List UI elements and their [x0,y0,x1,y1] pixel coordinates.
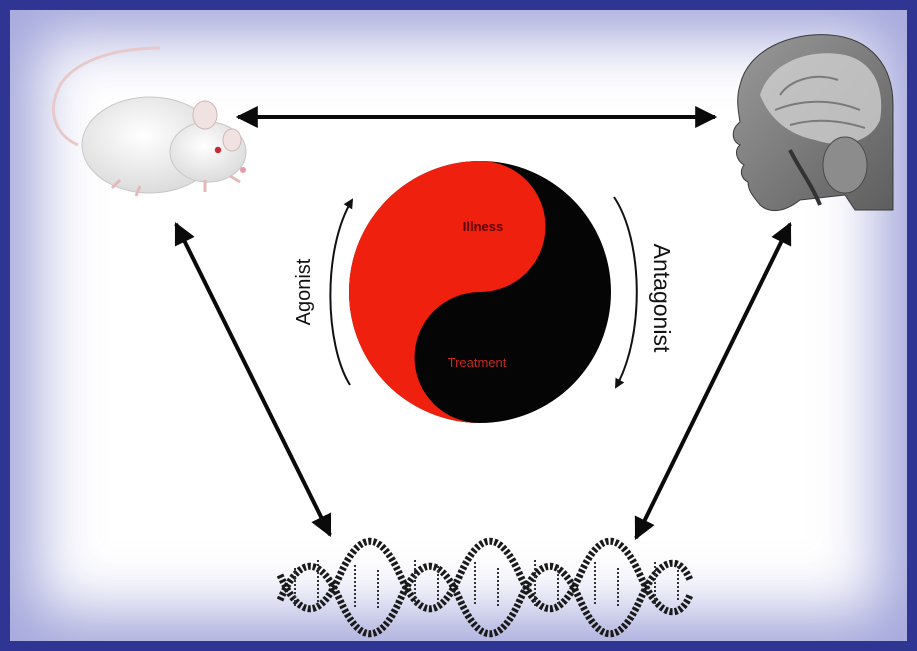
agonist-arrow [330,200,352,385]
antagonist-label: Antagonist [649,244,675,353]
antagonist-arrow [614,197,637,387]
dna-helix-icon [280,541,690,634]
brain-mri-icon [733,35,893,211]
yin-yang-symbol: Illness Treatment [349,161,611,423]
illness-label: Illness [463,219,503,234]
treatment-label: Treatment [448,355,507,370]
agonist-label: Agonist [293,258,315,325]
rat-icon [53,48,246,196]
